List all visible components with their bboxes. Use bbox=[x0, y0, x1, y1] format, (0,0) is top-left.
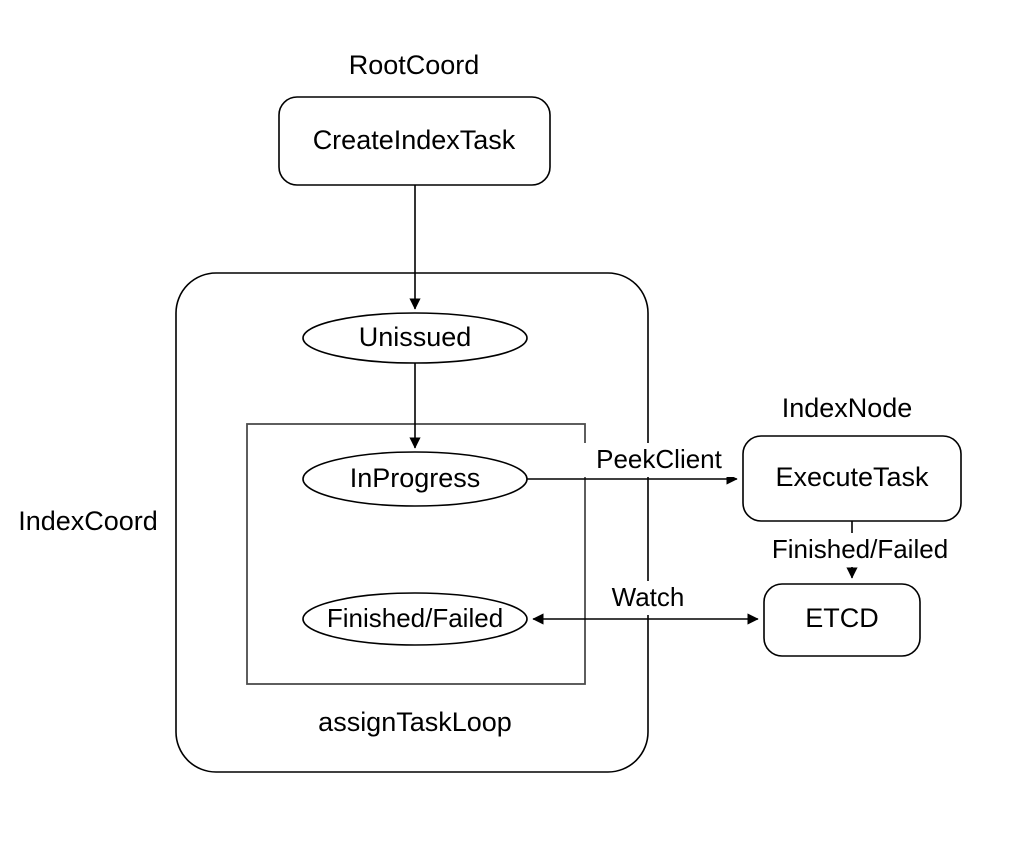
node-label-etcd: ETCD bbox=[805, 603, 879, 633]
node-create-index-task[interactable]: CreateIndexTask bbox=[278, 96, 551, 186]
edge-label-peekclient: PeekClient bbox=[596, 444, 723, 474]
node-execute-task[interactable]: ExecuteTask bbox=[742, 435, 962, 522]
edge-label-group-peekclient: PeekClient bbox=[576, 443, 742, 477]
edge-label-bg-watch bbox=[598, 581, 699, 615]
edge-label-bg-peekclient bbox=[576, 443, 742, 477]
group-label-indexcoord: IndexCoord bbox=[18, 506, 158, 536]
group-container-indexcoord bbox=[175, 272, 649, 773]
node-label-unissued: Unissued bbox=[359, 322, 472, 352]
node-inprogress[interactable]: InProgress bbox=[302, 451, 528, 507]
edge-label-bg-finished-failed bbox=[758, 533, 962, 567]
group-label-assigntaskloop: assignTaskLoop bbox=[318, 707, 512, 737]
edge-label-group-watch: Watch bbox=[598, 581, 699, 615]
node-label-finished-failed: Finished/Failed bbox=[327, 603, 503, 633]
node-shape-create-index-task[interactable] bbox=[278, 96, 551, 186]
group-container-assigntaskloop bbox=[246, 423, 586, 685]
edge-label-watch: Watch bbox=[612, 582, 685, 612]
node-etcd[interactable]: ETCD bbox=[763, 583, 921, 657]
edge-label-group-finished-failed: Finished/Failed bbox=[758, 533, 962, 567]
node-shape-etcd[interactable] bbox=[763, 583, 921, 657]
node-label-inprogress: InProgress bbox=[350, 463, 481, 493]
node-shape-unissued[interactable] bbox=[302, 312, 528, 364]
node-label-execute-task: ExecuteTask bbox=[775, 462, 929, 492]
group-label-rootcoord: RootCoord bbox=[349, 50, 480, 80]
node-shape-finished-failed[interactable] bbox=[302, 592, 528, 646]
node-finished-failed[interactable]: Finished/Failed bbox=[302, 592, 528, 646]
node-label-create-index-task: CreateIndexTask bbox=[313, 125, 516, 155]
node-shape-execute-task[interactable] bbox=[742, 435, 962, 522]
group-label-indexnode: IndexNode bbox=[782, 393, 913, 423]
edge-label-finished-failed: Finished/Failed bbox=[772, 534, 948, 564]
node-unissued[interactable]: Unissued bbox=[302, 312, 528, 364]
node-shape-inprogress[interactable] bbox=[302, 451, 528, 507]
